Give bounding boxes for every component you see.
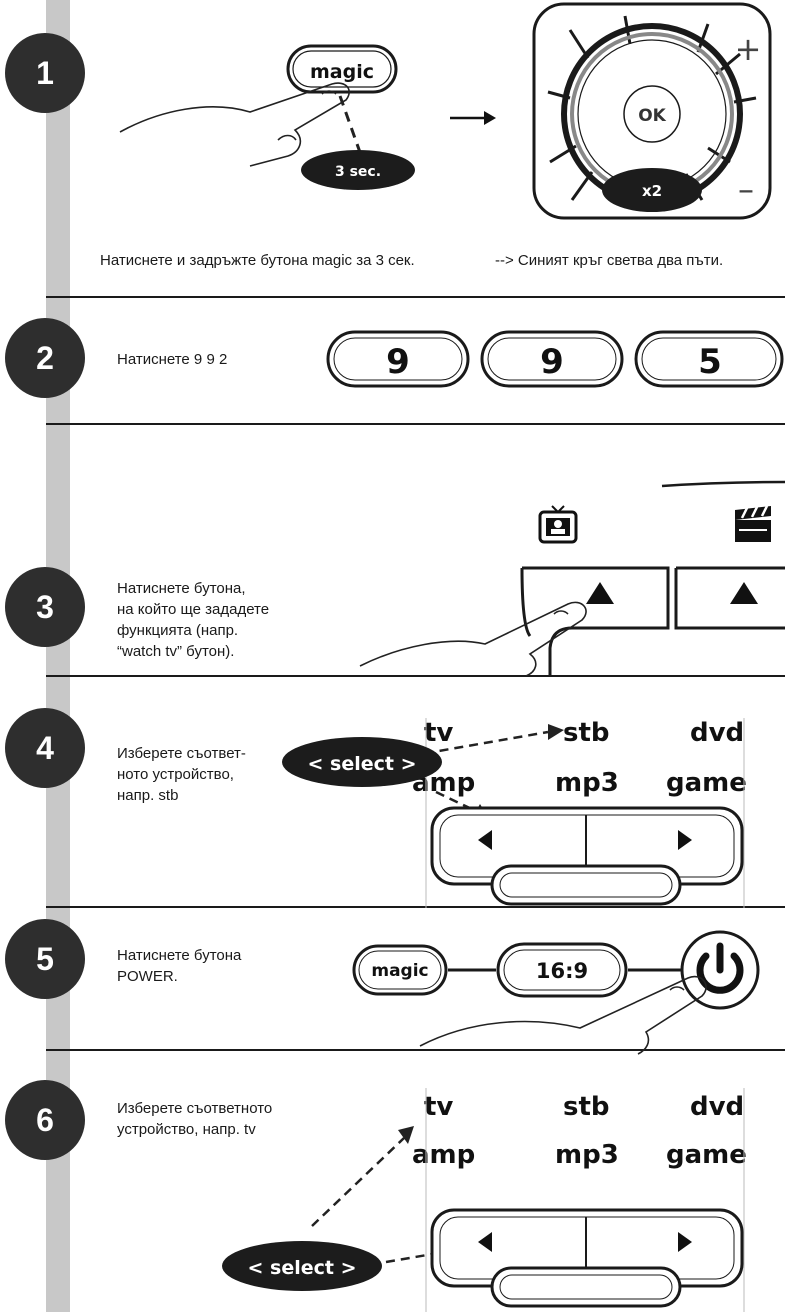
select-dpad-step6: < select >	[222, 1088, 745, 1312]
ok-button[interactable]	[623, 85, 681, 143]
movie-button[interactable]	[674, 566, 785, 630]
step6-line: устройство, напр. tv	[117, 1121, 256, 1138]
select-label: < select >	[247, 1257, 356, 1279]
digit-button[interactable]: 5	[634, 330, 784, 388]
divider	[46, 296, 785, 298]
arrow-right-icon	[678, 830, 692, 850]
hold-dashed-line	[338, 95, 364, 159]
digit-label: 9	[386, 342, 410, 382]
aspect-button[interactable]	[496, 942, 628, 998]
hand-icon	[359, 601, 587, 676]
hand-icon	[119, 82, 350, 167]
select-dpad-step4: < select >	[282, 718, 745, 908]
step1-caption-right: --> Синият кръг светва два пъти.	[495, 252, 724, 269]
ok-ring-illustration: OK + – x2	[532, 2, 772, 220]
arrow-left-icon	[478, 1232, 492, 1252]
hold-time-badge	[301, 150, 415, 190]
step3-line: функцията (напр.	[117, 622, 239, 639]
device-dvd: dvd	[690, 718, 745, 748]
digit-button[interactable]: 9	[480, 330, 624, 388]
digit-label: 9	[540, 342, 564, 382]
tv-icon	[538, 505, 578, 544]
device-stb: stb	[563, 718, 610, 748]
ok-button-label: OK	[638, 106, 666, 126]
select-arrow	[311, 1137, 405, 1227]
step5-line: POWER.	[117, 968, 178, 985]
step4-caption: Изберете съответ- ното устройство, напр.…	[117, 743, 246, 806]
step1-magic-illustration: magic 3 sec.	[119, 44, 415, 190]
activity-buttons	[359, 480, 785, 676]
step3-line: Натиснете бутона,	[117, 580, 246, 597]
clapper-icon	[735, 505, 771, 542]
arrow-left-icon	[478, 830, 492, 850]
divider	[46, 906, 785, 908]
magic-button[interactable]	[286, 44, 398, 94]
step6-caption: Изберете съответното устройство, напр. t…	[117, 1098, 272, 1140]
step-number-1: 1	[5, 33, 85, 113]
device-tv: tv	[424, 1092, 454, 1122]
step3-caption: Натиснете бутона, на който ще зададете ф…	[117, 578, 269, 662]
step5-line: Натиснете бутона	[117, 947, 242, 964]
blink-label: x2	[642, 182, 662, 200]
power-illustration: magic 16:9	[352, 930, 760, 1055]
divider	[46, 423, 785, 425]
step3-line: “watch tv” бутон).	[117, 643, 235, 660]
digit-buttons: 9 9 5	[326, 330, 784, 388]
step3-line: на който ще зададете	[117, 601, 270, 618]
step4-line: напр. stb	[117, 787, 179, 804]
device-mp3: mp3	[555, 1140, 619, 1170]
select-label: < select >	[307, 753, 416, 775]
step-number-5: 5	[5, 919, 85, 999]
step6-line: Изберете съответното	[117, 1100, 273, 1117]
device-tv: tv	[424, 718, 454, 748]
select-badge	[222, 1241, 382, 1291]
step-number-6: 6	[5, 1080, 85, 1160]
watch-tv-button[interactable]	[522, 566, 670, 676]
step-number-4: 4	[5, 708, 85, 788]
device-amp: amp	[412, 1140, 476, 1170]
digit-button[interactable]: 9	[326, 330, 470, 388]
aspect-button-label: 16:9	[536, 959, 588, 983]
digit-label: 5	[698, 342, 722, 382]
step4-line: Изберете съответ-	[117, 745, 246, 762]
device-dvd: dvd	[690, 1092, 745, 1122]
step1-caption-left: Натиснете и задръжте бутона magic за 3 с…	[100, 252, 415, 269]
step4-line: ното устройство,	[117, 766, 234, 783]
power-icon	[696, 942, 744, 994]
arrow-right-icon	[678, 1232, 692, 1252]
step5-caption: Натиснете бутона POWER.	[117, 945, 241, 987]
step-number-3: 3	[5, 567, 85, 647]
hold-time-label: 3 sec.	[335, 164, 381, 180]
hand-icon	[419, 975, 707, 1055]
magic-button-label: magic	[371, 961, 428, 981]
divider	[46, 1049, 785, 1051]
device-stb: stb	[563, 1092, 610, 1122]
blink-badge	[602, 168, 702, 212]
plus-icon: +	[735, 30, 762, 68]
minus-icon: –	[738, 170, 754, 208]
select-badge	[282, 737, 442, 787]
magic-button-label: magic	[310, 61, 374, 83]
device-game: game	[666, 768, 747, 798]
magic-button[interactable]	[352, 944, 448, 996]
device-game: game	[666, 1140, 747, 1170]
step2-caption: Натиснете 9 9 2	[117, 351, 228, 368]
divider	[46, 675, 785, 677]
step-number-2: 2	[5, 318, 85, 398]
arrow-right-icon	[450, 111, 496, 125]
device-mp3: mp3	[555, 768, 619, 798]
